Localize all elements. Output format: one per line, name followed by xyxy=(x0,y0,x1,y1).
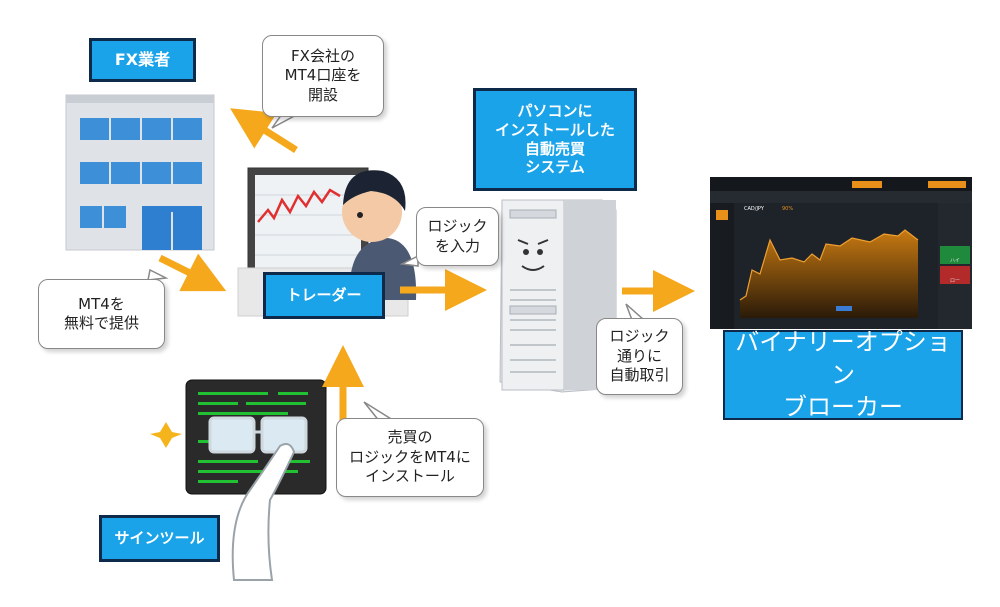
platform-low-button: ロー xyxy=(950,278,961,284)
trading-platform-screen xyxy=(710,177,972,329)
open-account-bubble: FX会社の MT4口座を 開設 xyxy=(262,35,384,117)
platform-high-button: ハイ xyxy=(950,258,960,264)
binary-broker-label: バイナリーオプション ブローカー xyxy=(723,328,963,421)
arrow-fx-to-trader xyxy=(158,253,227,292)
platform-pair: CAD/JPY xyxy=(744,206,764,212)
provide-mt4-bubble: MT4を 無料で提供 xyxy=(38,279,165,349)
install-logic-bubble: 売買の ロジックをMT4に インストール xyxy=(336,418,484,497)
input-logic-bubble: ロジック を入力 xyxy=(416,207,499,266)
fx-building-icon xyxy=(65,94,215,251)
terminal-glasses-icon xyxy=(150,379,327,581)
flow-arrows xyxy=(158,108,695,430)
fx-broker-label: FX業者 xyxy=(89,38,196,82)
platform-payout: 90% xyxy=(782,206,794,212)
sign-tool-label: サインツール xyxy=(99,515,220,562)
arrow-trader-to-fx xyxy=(230,108,298,153)
computer-tower-icon xyxy=(499,199,617,393)
auto-trade-bubble: ロジック 通りに 自動取引 xyxy=(596,318,683,395)
trader-label: トレーダー xyxy=(263,272,385,319)
system-label: パソコンに インストールした 自動売買 システム xyxy=(473,88,637,191)
